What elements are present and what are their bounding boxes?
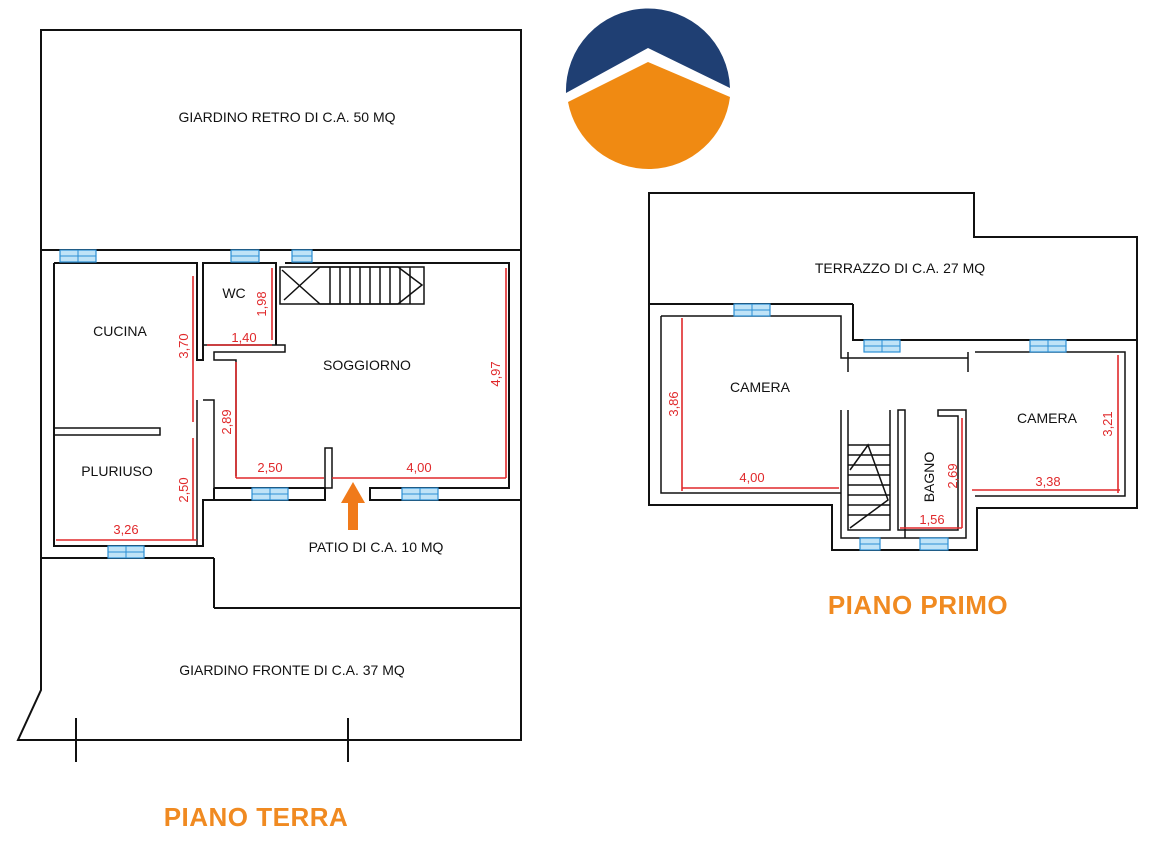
door-jamb [324, 447, 333, 489]
label-giardino-retro: GIARDINO RETRO DI C.A. 50 MQ [178, 109, 395, 125]
title-piano-terra: PIANO TERRA [164, 802, 349, 832]
kitchen-wc-walls [54, 262, 277, 361]
window-corridor [863, 339, 901, 353]
entrance-arrow-icon [341, 482, 365, 530]
stair-well [847, 410, 891, 531]
company-logo [565, 8, 730, 169]
label-bagno: BAGNO [921, 452, 937, 503]
dim-camera-right-height: 3,21 [1100, 411, 1115, 436]
dim-bagno-height: 2,69 [945, 463, 960, 488]
window-stairs-first [859, 537, 881, 551]
camera-left-top-wall [661, 315, 968, 359]
first-floor-plan: TERRAZZO DI C.A. 27 MQ CAMERA CAMERA BAG… [648, 192, 1138, 620]
dim-hall-height: 2,89 [219, 409, 234, 434]
window-pluriuso [107, 545, 145, 559]
label-camera-left: CAMERA [730, 379, 791, 395]
dim-soggiorno-width: 4,00 [406, 460, 431, 475]
lot-outline [16, 29, 522, 741]
soggiorno-walls [285, 262, 521, 501]
logo-bottom-shape [568, 62, 730, 169]
logo-top-shape [565, 8, 730, 93]
dim-soggiorno-height: 4,97 [488, 361, 503, 386]
label-camera-right: CAMERA [1017, 410, 1078, 426]
label-patio: PATIO DI C.A. 10 MQ [309, 539, 444, 555]
ground-floor-plan: GIARDINO RETRO DI C.A. 50 MQ CUCINA WC S… [16, 29, 522, 832]
dim-wc-height: 1,98 [254, 291, 269, 316]
label-pluriuso: PLURIUSO [81, 463, 153, 479]
window-stairs [291, 249, 313, 263]
window-wc [230, 249, 260, 263]
house-wall-left-inner [53, 263, 215, 547]
terrace-line-right [852, 304, 1137, 341]
first-floor-outline [648, 192, 1138, 551]
window-camera-right [1029, 339, 1067, 353]
label-soggiorno: SOGGIORNO [323, 357, 411, 373]
dim-wc-width: 1,40 [231, 330, 256, 345]
label-giardino-fronte: GIARDINO FRONTE DI C.A. 37 MQ [179, 662, 405, 678]
dim-camera-right-width: 3,38 [1035, 474, 1060, 489]
stairs-ground [279, 266, 425, 305]
cucina-pluriuso-partition [54, 427, 161, 436]
stairs-first [848, 443, 890, 529]
dim-hall-width: 2,50 [257, 460, 282, 475]
dim-camera-left-height: 3,86 [666, 391, 681, 416]
label-wc: WC [222, 285, 245, 301]
dim-pluriuso-width: 3,26 [113, 522, 138, 537]
window-bagno [919, 537, 949, 551]
dim-pluriuso-height: 2,50 [176, 477, 191, 502]
wc-partition [203, 344, 286, 476]
camera-left-inner-wall [660, 316, 841, 494]
hall-wall [203, 399, 215, 488]
dim-camera-left-width: 4,00 [739, 470, 764, 485]
window-camera-left [733, 303, 771, 317]
window-soggiorno [401, 487, 439, 501]
dim-cucina-height: 3,70 [176, 333, 191, 358]
window-cucina [59, 249, 97, 263]
label-terrazzo: TERRAZZO DI C.A. 27 MQ [815, 260, 985, 276]
dim-bagno-width: 1,56 [919, 512, 944, 527]
title-piano-primo: PIANO PRIMO [828, 590, 1008, 620]
window-hall [251, 487, 289, 501]
label-cucina: CUCINA [93, 323, 147, 339]
